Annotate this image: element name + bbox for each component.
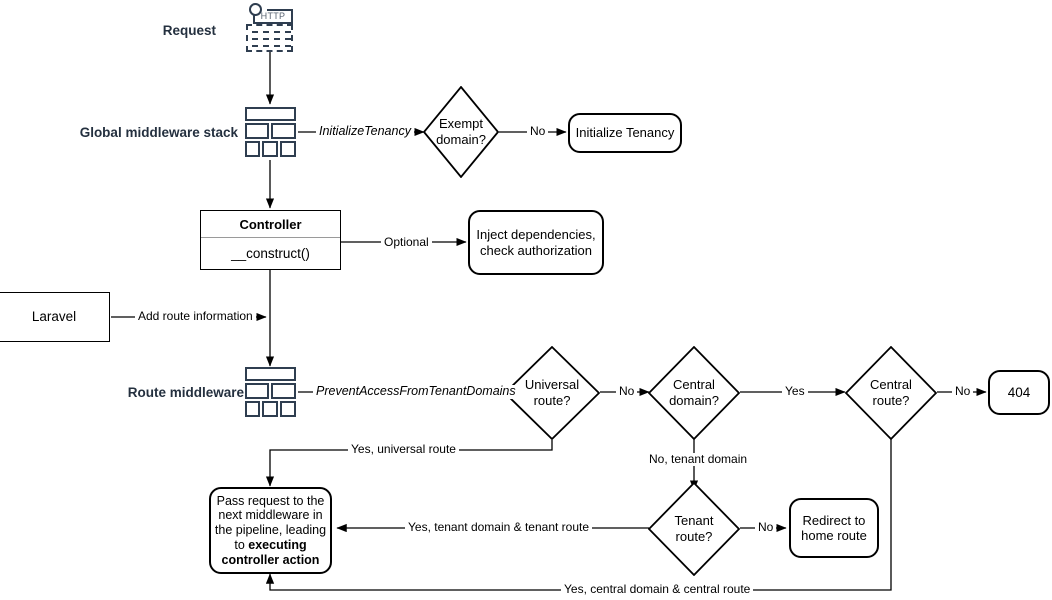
diamond-shape: [422, 85, 500, 179]
stack-cell: [271, 383, 296, 399]
stack-cell: [262, 401, 278, 417]
label-line-2: home route: [801, 528, 867, 543]
edge-label-optional: Optional: [381, 235, 432, 250]
http-body-line-1: [252, 31, 291, 33]
route-middleware-stack-icon: [245, 367, 296, 417]
stack-cell: [245, 401, 260, 417]
lane-label-route-middleware: Route middleware: [127, 385, 244, 400]
stack-cell: [280, 141, 296, 157]
edge-label-tenant-route-no: No: [755, 520, 777, 535]
node-redirect-home-route[interactable]: Redirect to home route: [789, 498, 879, 558]
global-middleware-stack-icon: [245, 107, 296, 157]
node-laravel-label: Laravel: [31, 309, 77, 325]
stack-cell: [280, 401, 296, 417]
edge-label-no-tenant-domain: No, tenant domain: [646, 452, 751, 467]
label-bold-2: controller action: [221, 552, 320, 567]
node-controller-title: Controller: [201, 211, 340, 238]
edge-label-exempt-no: No: [527, 124, 549, 139]
edge-label-central-route-no: No: [952, 384, 974, 399]
diamond-shape: [647, 345, 741, 441]
diamond-shape: [844, 345, 938, 441]
http-header-top-line: [267, 9, 293, 11]
http-label: HTTP: [260, 11, 286, 21]
edge-label-prevent-access: PreventAccessFromTenantDomains: [313, 384, 519, 399]
edge-label-central-domain-yes: Yes: [782, 384, 808, 399]
http-body-box: [246, 24, 293, 52]
stack-cell: [245, 383, 269, 399]
stack-row-1: [245, 367, 296, 381]
label-line-2: check authorization: [479, 242, 592, 258]
node-404-label: 404: [1007, 384, 1031, 400]
stack-row-3: [245, 401, 296, 417]
lane-label-global-middleware-stack: Global middleware stack: [79, 125, 238, 140]
http-body-line-2: [252, 38, 291, 40]
label-line-1: Inject dependencies,: [476, 227, 596, 243]
decision-tenant-route[interactable]: Tenant route?: [647, 481, 741, 577]
diamond-shape: [503, 345, 601, 441]
lane-label-request: Request: [162, 23, 216, 38]
label-line-1: Pass request to the: [216, 493, 325, 508]
stack-row-2: [245, 383, 296, 399]
stack-cell: [245, 367, 296, 381]
http-body-line-3: [252, 45, 291, 47]
http-circle-icon: [249, 3, 262, 16]
node-initialize-tenancy[interactable]: Initialize Tenancy: [568, 113, 682, 153]
node-pass-request-label: Pass request to the next middleware in t…: [215, 494, 326, 568]
node-controller[interactable]: Controller __construct(): [200, 210, 341, 270]
edge-label-initialize-tenancy: InitializeTenancy: [316, 124, 414, 139]
edge-label-add-route-information: Add route information: [135, 309, 256, 324]
decision-exempt-domain[interactable]: Exempt domain?: [422, 85, 500, 179]
node-inject-dependencies-label: Inject dependencies, check authorization: [476, 227, 595, 258]
stack-row-2: [245, 123, 296, 139]
decision-central-domain[interactable]: Central domain?: [647, 345, 741, 441]
node-404[interactable]: 404: [988, 370, 1050, 415]
http-header-box: HTTP: [253, 10, 293, 24]
stack-cell: [245, 141, 260, 157]
node-initialize-tenancy-label: Initialize Tenancy: [575, 125, 675, 141]
edge-label-yes-tenant-domain-tenant-route: Yes, tenant domain & tenant route: [405, 520, 593, 535]
label-line-4: to: [234, 537, 249, 552]
stack-cell: [245, 123, 269, 139]
stack-cell: [271, 123, 296, 139]
edge-label-universal-no: No: [616, 384, 638, 399]
decision-central-route[interactable]: Central route?: [844, 345, 938, 441]
node-laravel[interactable]: Laravel: [0, 292, 110, 342]
stack-cell: [262, 141, 278, 157]
label-line-3: the pipeline, leading: [214, 523, 327, 538]
node-controller-method: __construct(): [231, 246, 310, 261]
diamond-shape: [647, 481, 741, 577]
node-redirect-home-route-label: Redirect to home route: [801, 513, 867, 544]
node-pass-request[interactable]: Pass request to the next middleware in t…: [209, 487, 332, 574]
label-line-2: next middleware in: [218, 508, 323, 523]
stack-row-3: [245, 141, 296, 157]
http-request-icon: HTTP: [245, 2, 297, 54]
node-inject-dependencies[interactable]: Inject dependencies, check authorization: [468, 210, 604, 275]
edge-label-yes-central-domain-central-route: Yes, central domain & central route: [561, 582, 754, 597]
stack-cell: [245, 107, 296, 121]
label-line-1: Redirect to: [802, 512, 866, 528]
label-bold-1: executing: [248, 537, 307, 552]
edge-label-yes-universal-route: Yes, universal route: [348, 442, 459, 457]
stack-row-1: [245, 107, 296, 121]
